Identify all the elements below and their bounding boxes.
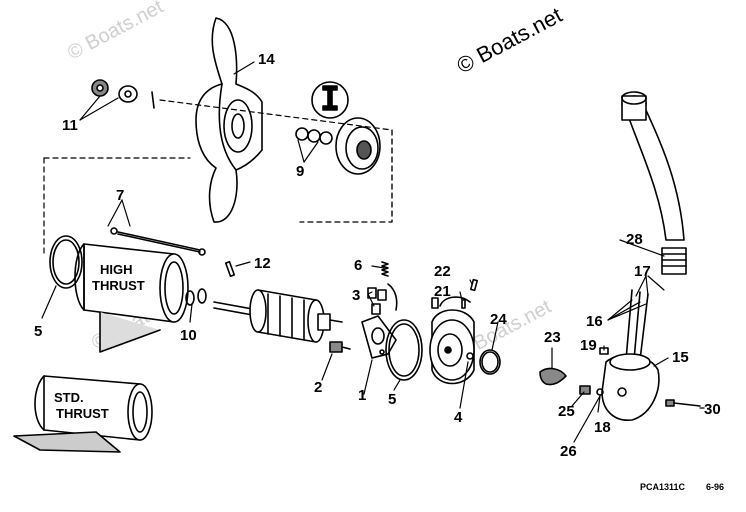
part-14-propeller [195, 17, 263, 223]
part-30-screw [665, 399, 701, 407]
part-high-thrust-housing [74, 243, 189, 353]
callout-10: 10 [180, 327, 197, 344]
callout-24: 24 [490, 311, 507, 328]
part-26-washer [596, 388, 604, 396]
high-thrust-label-line1: HIGH [100, 262, 133, 277]
leader-lines [41, 61, 705, 443]
callout-3: 3 [352, 287, 360, 304]
part-1-brush-plate [361, 315, 397, 359]
callout-28: 28 [626, 231, 643, 248]
callout-19: 19 [580, 337, 597, 354]
figure-code: PCA1311C [640, 482, 686, 492]
part-2-screw [329, 341, 351, 353]
callout-18: 18 [594, 419, 611, 436]
part-12-pin [224, 260, 236, 278]
callout-4: 4 [454, 409, 463, 426]
callout-12: 12 [254, 255, 271, 272]
watermark-faint-topleft: © Boats.net [64, 0, 167, 64]
part-5-oring-left [49, 235, 83, 289]
part-28-cable-tube [621, 91, 685, 241]
part-10-washers [185, 288, 207, 306]
part-15-bracket-housing [601, 353, 660, 421]
callout-14: 14 [258, 51, 275, 68]
part-5-oring-middle [385, 319, 423, 381]
callout-1: 1 [358, 387, 366, 404]
callout-11: 11 [62, 117, 78, 134]
callout-5-middle: 5 [388, 391, 396, 408]
part-7-tie-rod [110, 227, 206, 256]
std-thrust-label-line2: THRUST [56, 406, 109, 421]
callout-25: 25 [558, 403, 575, 420]
callout-15: 15 [672, 349, 689, 366]
callout-2: 2 [314, 379, 322, 396]
callout-23: 23 [544, 329, 561, 346]
callout-26: 26 [560, 443, 577, 460]
part-6-spring [381, 261, 389, 277]
part-4-nut [466, 352, 474, 360]
callout-30: 30 [704, 401, 721, 418]
part-std-thrust-housing [13, 375, 153, 453]
part-armature [213, 289, 343, 343]
std-thrust-label-line1: STD. [54, 390, 84, 405]
callout-5-left: 5 [34, 323, 42, 340]
callout-21: 21 [434, 283, 451, 300]
part-24-oring [479, 349, 501, 375]
part-motor-endcap [429, 296, 475, 385]
callout-22: 22 [434, 263, 451, 280]
figure-date: 6-96 [706, 482, 724, 492]
part-16-wires [625, 289, 649, 361]
callout-17: 17 [634, 263, 651, 280]
part-11-bushing-washer-pin [91, 79, 155, 109]
callout-9: 9 [296, 163, 304, 180]
part-23-coil [539, 367, 567, 386]
part-17-grommet [661, 247, 687, 275]
callout-6: 6 [354, 257, 362, 274]
part-25-screw [579, 385, 591, 395]
high-thrust-label-line2: THRUST [92, 278, 145, 293]
part-3-brushes [367, 283, 398, 315]
callout-16: 16 [586, 313, 603, 330]
part-9-washers-hub [295, 81, 381, 175]
callout-labels: 11 14 9 7 5 10 12 2 1 6 3 5 22 21 4 24 2… [34, 51, 721, 460]
watermark-main: © Boats.net [453, 2, 567, 78]
callout-7: 7 [116, 187, 124, 204]
alignment-dashed-lines [43, 99, 393, 256]
